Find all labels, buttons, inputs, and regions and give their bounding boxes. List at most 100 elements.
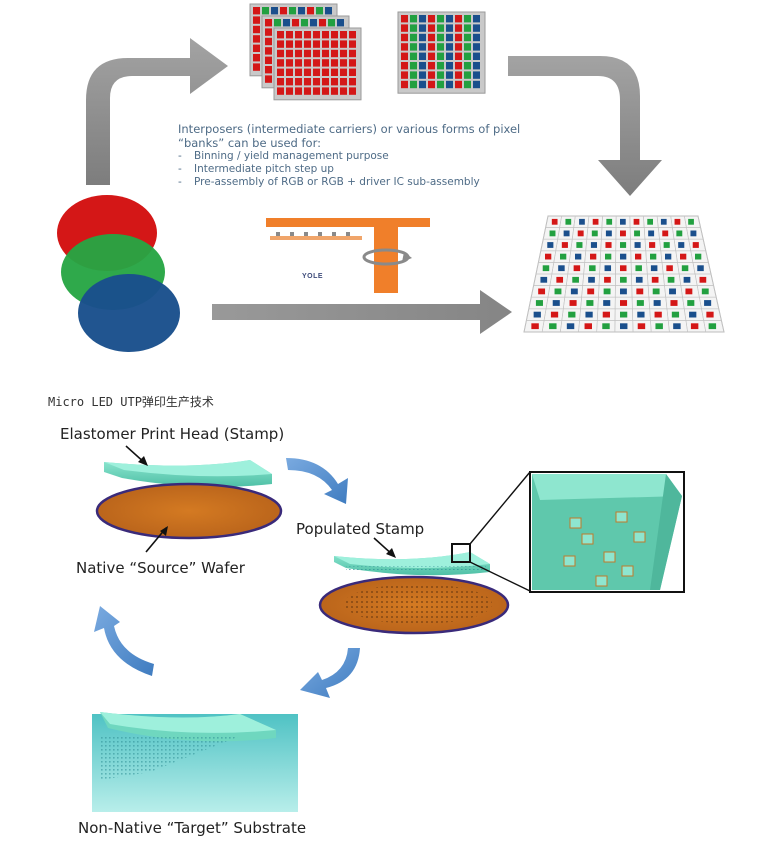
led-pixel xyxy=(587,288,595,295)
led-pixel xyxy=(540,276,548,283)
led-pixel xyxy=(603,288,611,295)
led-pixel xyxy=(620,218,626,225)
led-pixel xyxy=(561,242,568,248)
cycle-arrow-top xyxy=(286,458,348,504)
led-pixel xyxy=(635,265,642,272)
led-pixel xyxy=(671,311,680,318)
led-pixel xyxy=(650,253,657,260)
led-pixel xyxy=(605,242,612,248)
led-pixel xyxy=(676,230,683,237)
led-pixel xyxy=(669,288,676,295)
led-pixel xyxy=(554,288,562,295)
led-pixel xyxy=(563,230,570,237)
led-pixel xyxy=(685,288,693,295)
cycle-arrow-left xyxy=(94,606,154,676)
led-pixel xyxy=(706,311,714,318)
blue-wafer xyxy=(78,274,180,352)
led-pixel xyxy=(566,323,575,330)
led-pixel xyxy=(634,242,641,248)
led-pixel xyxy=(535,300,543,306)
led-pixel xyxy=(649,242,656,248)
led-pixel xyxy=(620,288,627,295)
elastomer-stamp xyxy=(104,460,272,487)
led-pixel xyxy=(636,300,644,306)
led-pixel xyxy=(689,311,697,318)
populated-stamp xyxy=(334,552,490,576)
led-pixel xyxy=(653,300,661,306)
led-pixel xyxy=(683,276,691,283)
led-pixel xyxy=(652,288,660,295)
led-pixel xyxy=(570,288,578,295)
led-pixel xyxy=(568,311,576,318)
microled-chips xyxy=(563,511,646,587)
led-pixel xyxy=(620,253,627,260)
led-pixel xyxy=(552,300,560,306)
straight-arrow-right xyxy=(212,290,512,334)
led-pixel xyxy=(637,311,645,318)
led-pixel xyxy=(545,253,552,260)
populated-source-wafer xyxy=(318,575,510,635)
led-pixel xyxy=(651,276,659,283)
led-pixel xyxy=(565,218,572,225)
led-pixel xyxy=(606,218,613,225)
led-pixel xyxy=(620,242,627,248)
yole-logo: YOLE xyxy=(302,273,324,280)
led-pixel xyxy=(704,300,712,306)
led-pixel xyxy=(666,265,673,272)
led-pixel xyxy=(681,265,689,272)
led-pixel xyxy=(573,265,581,272)
target-substrate-label: Non-Native “Target” Substrate xyxy=(78,819,307,837)
led-pixel xyxy=(633,218,640,225)
led-pixel xyxy=(687,300,695,306)
led-pixel xyxy=(576,242,583,248)
led-pixel xyxy=(549,323,557,330)
pixel-array-layer xyxy=(397,11,486,94)
led-pixel xyxy=(688,218,694,225)
led-pixel xyxy=(695,253,702,260)
led-pixel xyxy=(697,265,704,272)
led-pixel xyxy=(602,311,610,318)
note-heading: Interposers (intermediate carriers) or v… xyxy=(178,122,521,150)
led-pixel xyxy=(678,242,685,248)
stamp-zoom-inset xyxy=(529,471,685,593)
led-pixel xyxy=(590,242,598,248)
led-pixel xyxy=(655,323,663,330)
led-display-array xyxy=(523,215,725,333)
populated-stamp-label: Populated Stamp xyxy=(296,520,425,538)
led-pixel xyxy=(673,323,681,330)
led-pixel xyxy=(636,288,644,295)
interposer-note: Interposers (intermediate carriers) or v… xyxy=(178,122,558,189)
led-pixel xyxy=(604,276,611,283)
led-pixel xyxy=(663,242,670,248)
led-pixel xyxy=(550,311,559,318)
led-pixel xyxy=(620,300,628,306)
led-pixel xyxy=(604,265,612,272)
led-pixel xyxy=(547,242,554,248)
curved-arrow-right-down xyxy=(508,56,662,196)
led-pixel xyxy=(605,253,612,260)
note-item: Binning / yield management purpose xyxy=(178,150,558,163)
led-pixel xyxy=(650,265,658,272)
led-pixel xyxy=(533,311,541,318)
led-pixel xyxy=(589,265,596,272)
note-item: Pre-assembly of RGB or RGB + driver IC s… xyxy=(178,176,558,189)
led-pixel xyxy=(569,300,577,306)
led-pixel xyxy=(667,276,675,283)
led-pixel xyxy=(665,253,672,260)
cycle-arrow-bottom-right xyxy=(300,648,360,698)
led-pixel xyxy=(660,218,667,225)
led-pixel xyxy=(551,218,558,225)
led-pixel xyxy=(699,276,707,283)
pixel-array-layer xyxy=(273,27,362,101)
led-pixel xyxy=(538,288,546,295)
led-pixel xyxy=(585,311,593,318)
led-pixel xyxy=(588,276,595,283)
source-wafer-label: Native “Source” Wafer xyxy=(76,559,245,577)
led-pixel xyxy=(558,265,565,272)
led-pixel xyxy=(634,230,641,237)
led-pixel xyxy=(542,265,550,272)
source-wafer xyxy=(95,482,283,540)
led-pixel xyxy=(605,230,612,237)
led-pixel xyxy=(603,300,611,306)
